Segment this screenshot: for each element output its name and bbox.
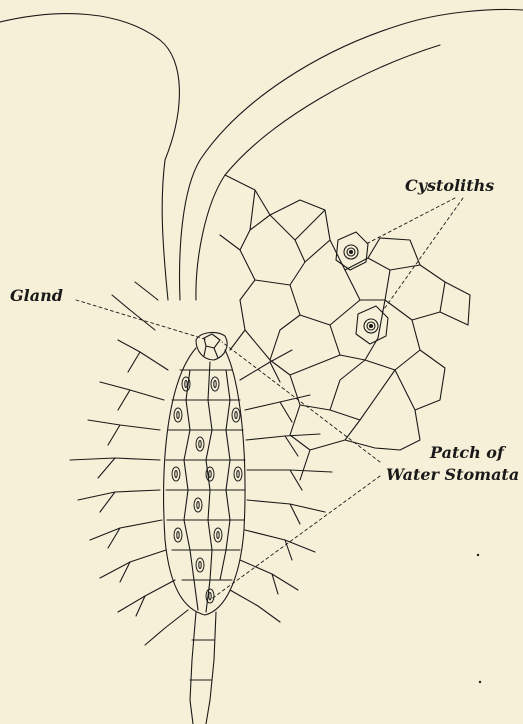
leader-patch-upper [222,342,380,462]
label-patch-line1: Patch of [430,444,504,462]
label-cystoliths: Cystoliths [405,177,494,195]
leader-cystolith-upper [366,198,455,244]
gland [196,333,227,360]
water-stomata-patch [164,348,245,615]
leaf-outline [0,10,523,300]
label-patch-line2: Water Stomata [386,466,519,484]
marginal-cells [70,282,332,645]
stalk [190,612,216,724]
specks [477,554,481,683]
label-gland: Gland [10,287,63,305]
leader-patch-lower [210,476,380,600]
leader-lines [76,198,463,600]
leader-gland [76,300,208,340]
epidermal-cells [220,175,470,480]
cystolith-upper [336,232,368,270]
